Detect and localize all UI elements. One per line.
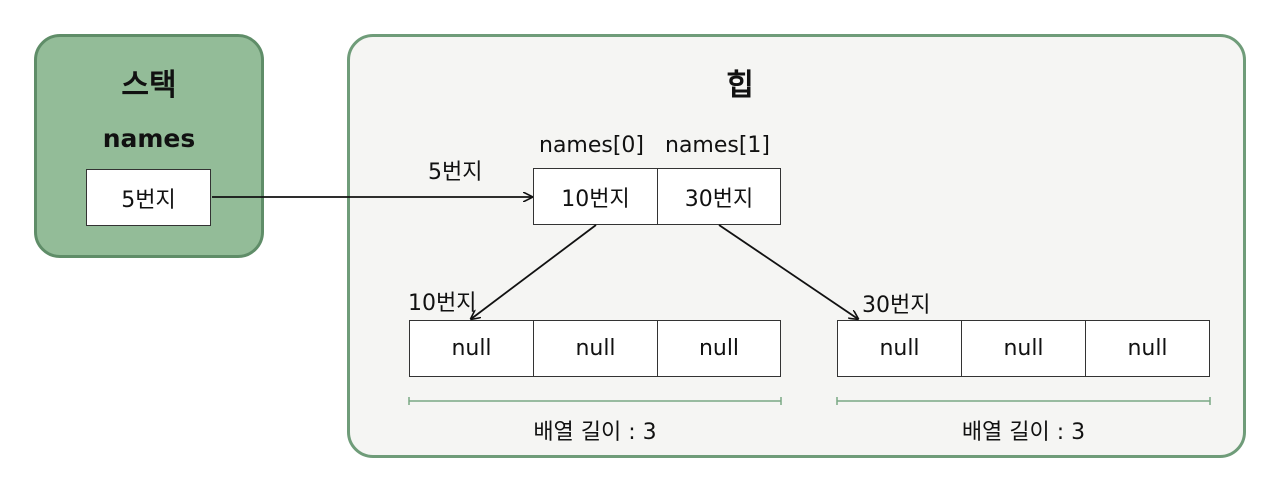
outer-array-index-label-1: names[1] bbox=[665, 133, 771, 158]
inner-array-2-cell: null bbox=[1085, 320, 1210, 377]
heap-title: 힙 bbox=[726, 68, 754, 103]
outer-array-address-label: 5번지 bbox=[428, 160, 483, 185]
outer-array-index-label-0: names[0] bbox=[539, 133, 645, 158]
inner-array-1-cell: null bbox=[533, 320, 658, 377]
inner-array-2-cell-value: null bbox=[1003, 336, 1044, 361]
inner-array-2-cell-value: null bbox=[1127, 336, 1168, 361]
outer-array-cell-0: 10번지 bbox=[533, 168, 658, 225]
inner-array-1-cell-value: null bbox=[575, 336, 616, 361]
stack-variable-cell: 5번지 bbox=[86, 169, 211, 226]
inner-array-2-cell: null bbox=[837, 320, 962, 377]
inner-array-1-cell-value: null bbox=[451, 336, 492, 361]
stack-title: 스택 bbox=[121, 68, 177, 103]
outer-array-cell-value: 10번지 bbox=[561, 186, 630, 212]
inner-array-1-cell: null bbox=[409, 320, 534, 377]
inner-array-2-address-label: 30번지 bbox=[862, 293, 931, 318]
inner-array-1-cell-value: null bbox=[698, 336, 740, 361]
outer-array-cell-1: 30번지 bbox=[657, 168, 781, 225]
inner-array-1-length-label: 배열 길이 : 3 bbox=[533, 420, 657, 445]
inner-array-1-cell: null bbox=[657, 320, 781, 377]
inner-array-1-address-label: 10번지 bbox=[408, 291, 477, 316]
inner-array-2-length-label: 배열 길이 : 3 bbox=[961, 420, 1086, 445]
inner-array-2-cell-value: null bbox=[879, 336, 920, 361]
stack-variable-name: names bbox=[102, 124, 196, 153]
inner-array-2-cell: null bbox=[961, 320, 1086, 377]
stack-variable-value: 5번지 bbox=[121, 187, 176, 213]
heap-panel bbox=[347, 34, 1246, 458]
outer-array-cell-value: 30번지 bbox=[684, 186, 754, 212]
